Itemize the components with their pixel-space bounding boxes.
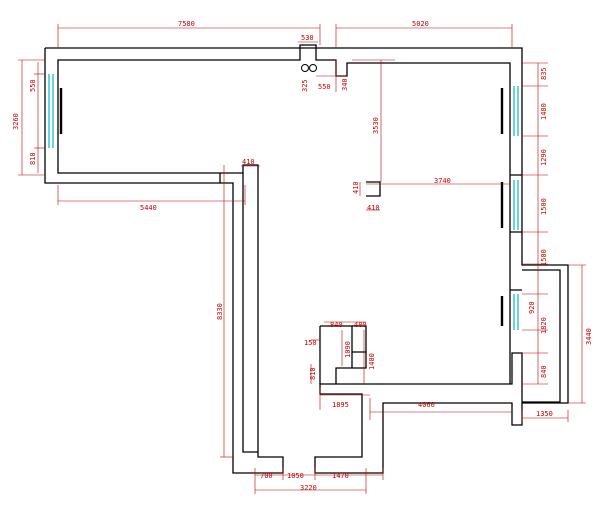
dim-corridor-height: 8330 [216, 303, 224, 320]
dimension-labels: 7580 530 5020 550 3260 810 5440 410 8330… [12, 20, 593, 492]
windows [48, 74, 519, 330]
dim-small-410b: 410 [367, 204, 380, 212]
dim-stair-150: 150 [304, 339, 317, 347]
dim-corridor-top: 410 [242, 158, 255, 166]
dim-stair-480: 480 [354, 321, 367, 329]
dimension-lines [18, 24, 586, 494]
dim-bottom-1050: 1050 [287, 472, 304, 480]
dim-small-410a: 410 [352, 181, 360, 194]
dim-notch-c: 340 [341, 78, 349, 91]
dim-stair-840: 840 [330, 321, 343, 329]
dim-left-room-bottom: 5440 [140, 204, 157, 212]
stair-notch-2 [352, 325, 367, 352]
dim-top-left: 7580 [178, 20, 195, 28]
dim-balcony-width: 1350 [536, 410, 553, 418]
dim-notch-b: 550 [318, 83, 331, 91]
dim-right-1500b: 1500 [540, 249, 548, 266]
dim-left-bottom: 810 [29, 152, 37, 165]
dim-right-840: 840 [540, 365, 548, 378]
dim-right-top: 835 [540, 67, 548, 80]
dim-stair-1090: 1090 [344, 341, 352, 358]
dim-stair-810: 810 [309, 367, 317, 380]
window-sills [59, 88, 504, 326]
dim-bottom-3220: 3220 [300, 484, 317, 492]
stair-notch [319, 325, 367, 384]
walls [44, 44, 569, 474]
dim-bottom-1470: 1470 [332, 472, 349, 480]
dim-stair-1895: 1895 [332, 401, 349, 409]
dim-top-right: 5020 [412, 20, 429, 28]
dim-right-920: 920 [528, 301, 536, 314]
dim-right-1820: 1820 [540, 317, 548, 334]
dim-balcony-height: 3440 [585, 328, 593, 345]
dim-left-overall: 3260 [12, 113, 20, 130]
dim-column-height: 3530 [372, 117, 380, 134]
pipes [301, 64, 317, 72]
dim-right-1500a: 1500 [540, 198, 548, 215]
dim-stair-1400: 1400 [368, 353, 376, 370]
dim-left-top: 550 [29, 79, 37, 92]
corridor-inner [242, 173, 258, 453]
pipe-circle-2 [309, 64, 317, 72]
dim-bottom-700: 700 [260, 472, 273, 480]
right-wall-segment [510, 174, 522, 291]
dim-bottom-4060: 4060 [418, 401, 435, 409]
pipe-circle-1 [301, 64, 309, 72]
dim-top-small: 530 [301, 34, 314, 42]
outer-wall [45, 47, 569, 474]
dim-notch-a: 325 [301, 79, 309, 92]
dim-right-1480: 1480 [540, 103, 548, 120]
column-stub [366, 181, 381, 197]
outer-wall-left [44, 44, 511, 474]
dim-right-1290: 1290 [540, 149, 548, 166]
dim-room-width: 3740 [434, 177, 451, 185]
